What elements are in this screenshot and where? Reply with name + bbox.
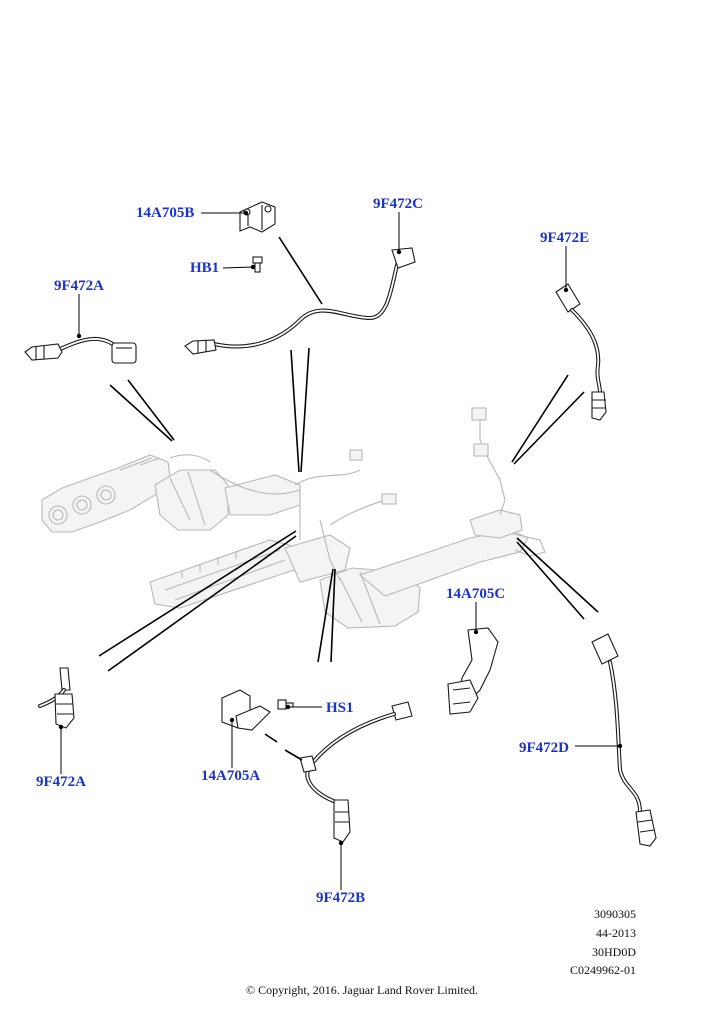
bracket-14a705c (447, 627, 499, 715)
callout-14a705a[interactable]: 14A705A (201, 768, 261, 784)
reference-number: 3090305 (594, 907, 636, 921)
callout-9f472a-upper[interactable]: 9F472A (54, 278, 104, 294)
reference-date-code: 44-2013 (596, 926, 636, 940)
callout-hb1[interactable]: HB1 (190, 260, 220, 276)
callout-9f472d[interactable]: 9F472D (519, 740, 569, 756)
oxygen-sensor-9f472a-upper (24, 336, 137, 364)
callout-9f472a-lower[interactable]: 9F472A (36, 774, 86, 790)
oxygen-sensor-9f472b (299, 701, 413, 843)
bracket-14a705b (239, 201, 276, 233)
screw-hs1 (277, 699, 294, 710)
exhaust-assembly-ghost (41, 407, 546, 629)
callout-hs1[interactable]: HS1 (326, 700, 354, 716)
callout-9f472b[interactable]: 9F472B (316, 890, 366, 906)
bracket-14a705a (221, 689, 271, 731)
callout-leaders (58, 210, 623, 890)
oxygen-sensor-9f472d (591, 633, 657, 847)
callout-14a705c[interactable]: 14A705C (446, 586, 506, 602)
copyright-notice: © Copyright, 2016. Jaguar Land Rover Lim… (245, 983, 479, 997)
callout-14a705b[interactable]: 14A705B (136, 205, 195, 221)
oxygen-sensor-9f472a-lower (38, 667, 75, 729)
locator-lines (98, 236, 599, 761)
callout-9f472c[interactable]: 9F472C (373, 196, 423, 212)
oxygen-sensor-9f472e (555, 283, 607, 421)
bolt-hb1 (252, 256, 263, 273)
reference-engine-code: 30HD0D (592, 945, 636, 959)
callout-9f472e[interactable]: 9F472E (540, 230, 590, 246)
oxygen-sensor-9f472c (184, 247, 416, 355)
reference-illustration-id: C0249962-01 (570, 963, 636, 977)
